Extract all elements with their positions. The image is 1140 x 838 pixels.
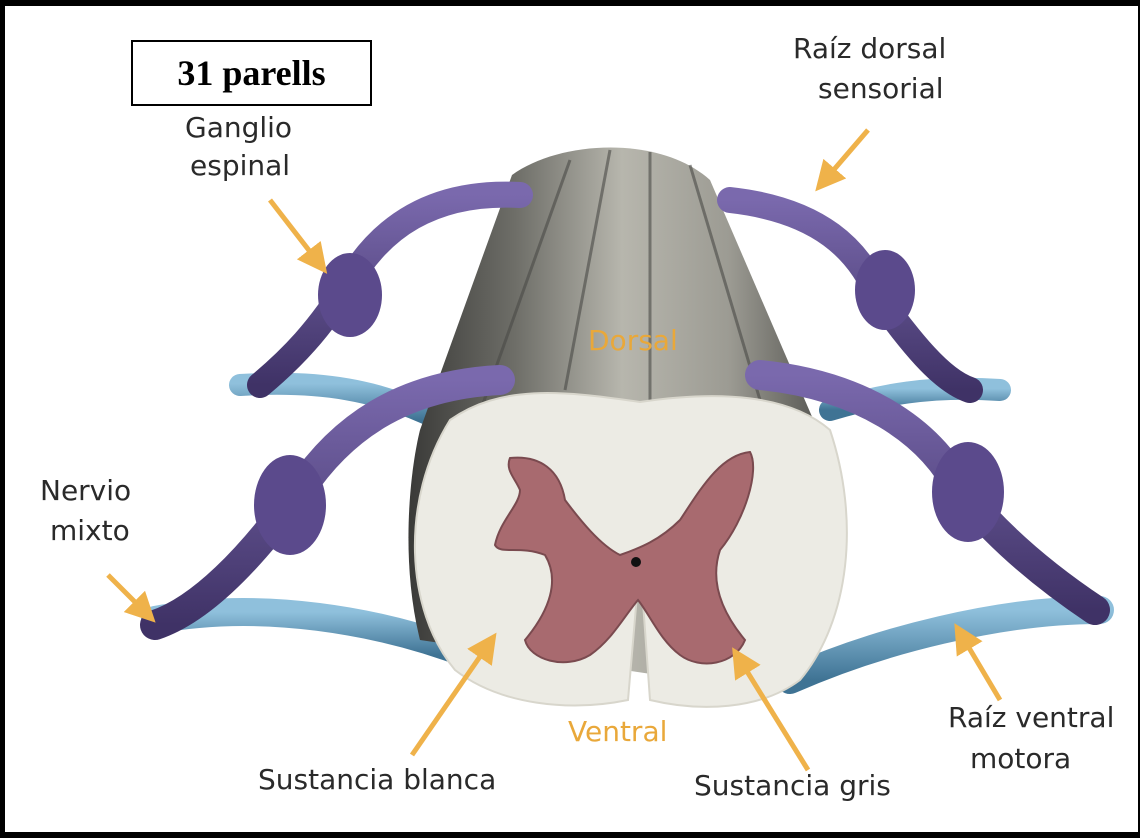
label-ganglio-line1: Ganglio bbox=[185, 111, 292, 144]
title-box: 31 parells bbox=[131, 40, 372, 106]
label-raiz-dorsal-line1: Raíz dorsal bbox=[793, 32, 946, 65]
label-dorsal: Dorsal bbox=[588, 324, 678, 357]
arrow-raiz-ventral bbox=[962, 636, 1000, 700]
central-canal bbox=[631, 557, 641, 567]
ventral-root-lower-right bbox=[790, 610, 1100, 680]
label-sustancia-blanca: Sustancia blanca bbox=[258, 763, 496, 796]
label-raiz-ventral-line1: Raíz ventral bbox=[948, 701, 1114, 734]
arrow-raiz-dorsal bbox=[825, 130, 868, 180]
spinal-ganglion-lower-right bbox=[932, 442, 1004, 542]
label-nervio-line2: mixto bbox=[50, 514, 130, 547]
spinal-ganglion-upper-right bbox=[855, 250, 915, 330]
spinal-ganglion-upper-left bbox=[318, 253, 382, 337]
spinal-ganglion-lower-left bbox=[254, 455, 326, 555]
arrow-ganglio bbox=[270, 200, 318, 262]
arrow-nervio bbox=[108, 575, 145, 612]
label-raiz-dorsal-line2: sensorial bbox=[818, 72, 944, 105]
spinal-cord bbox=[408, 148, 846, 707]
label-sustancia-gris: Sustancia gris bbox=[694, 769, 891, 802]
label-raiz-ventral-line2: motora bbox=[970, 742, 1071, 775]
label-ganglio-line2: espinal bbox=[190, 149, 290, 182]
label-nervio-line1: Nervio bbox=[40, 474, 131, 507]
label-ventral: Ventral bbox=[568, 715, 667, 748]
